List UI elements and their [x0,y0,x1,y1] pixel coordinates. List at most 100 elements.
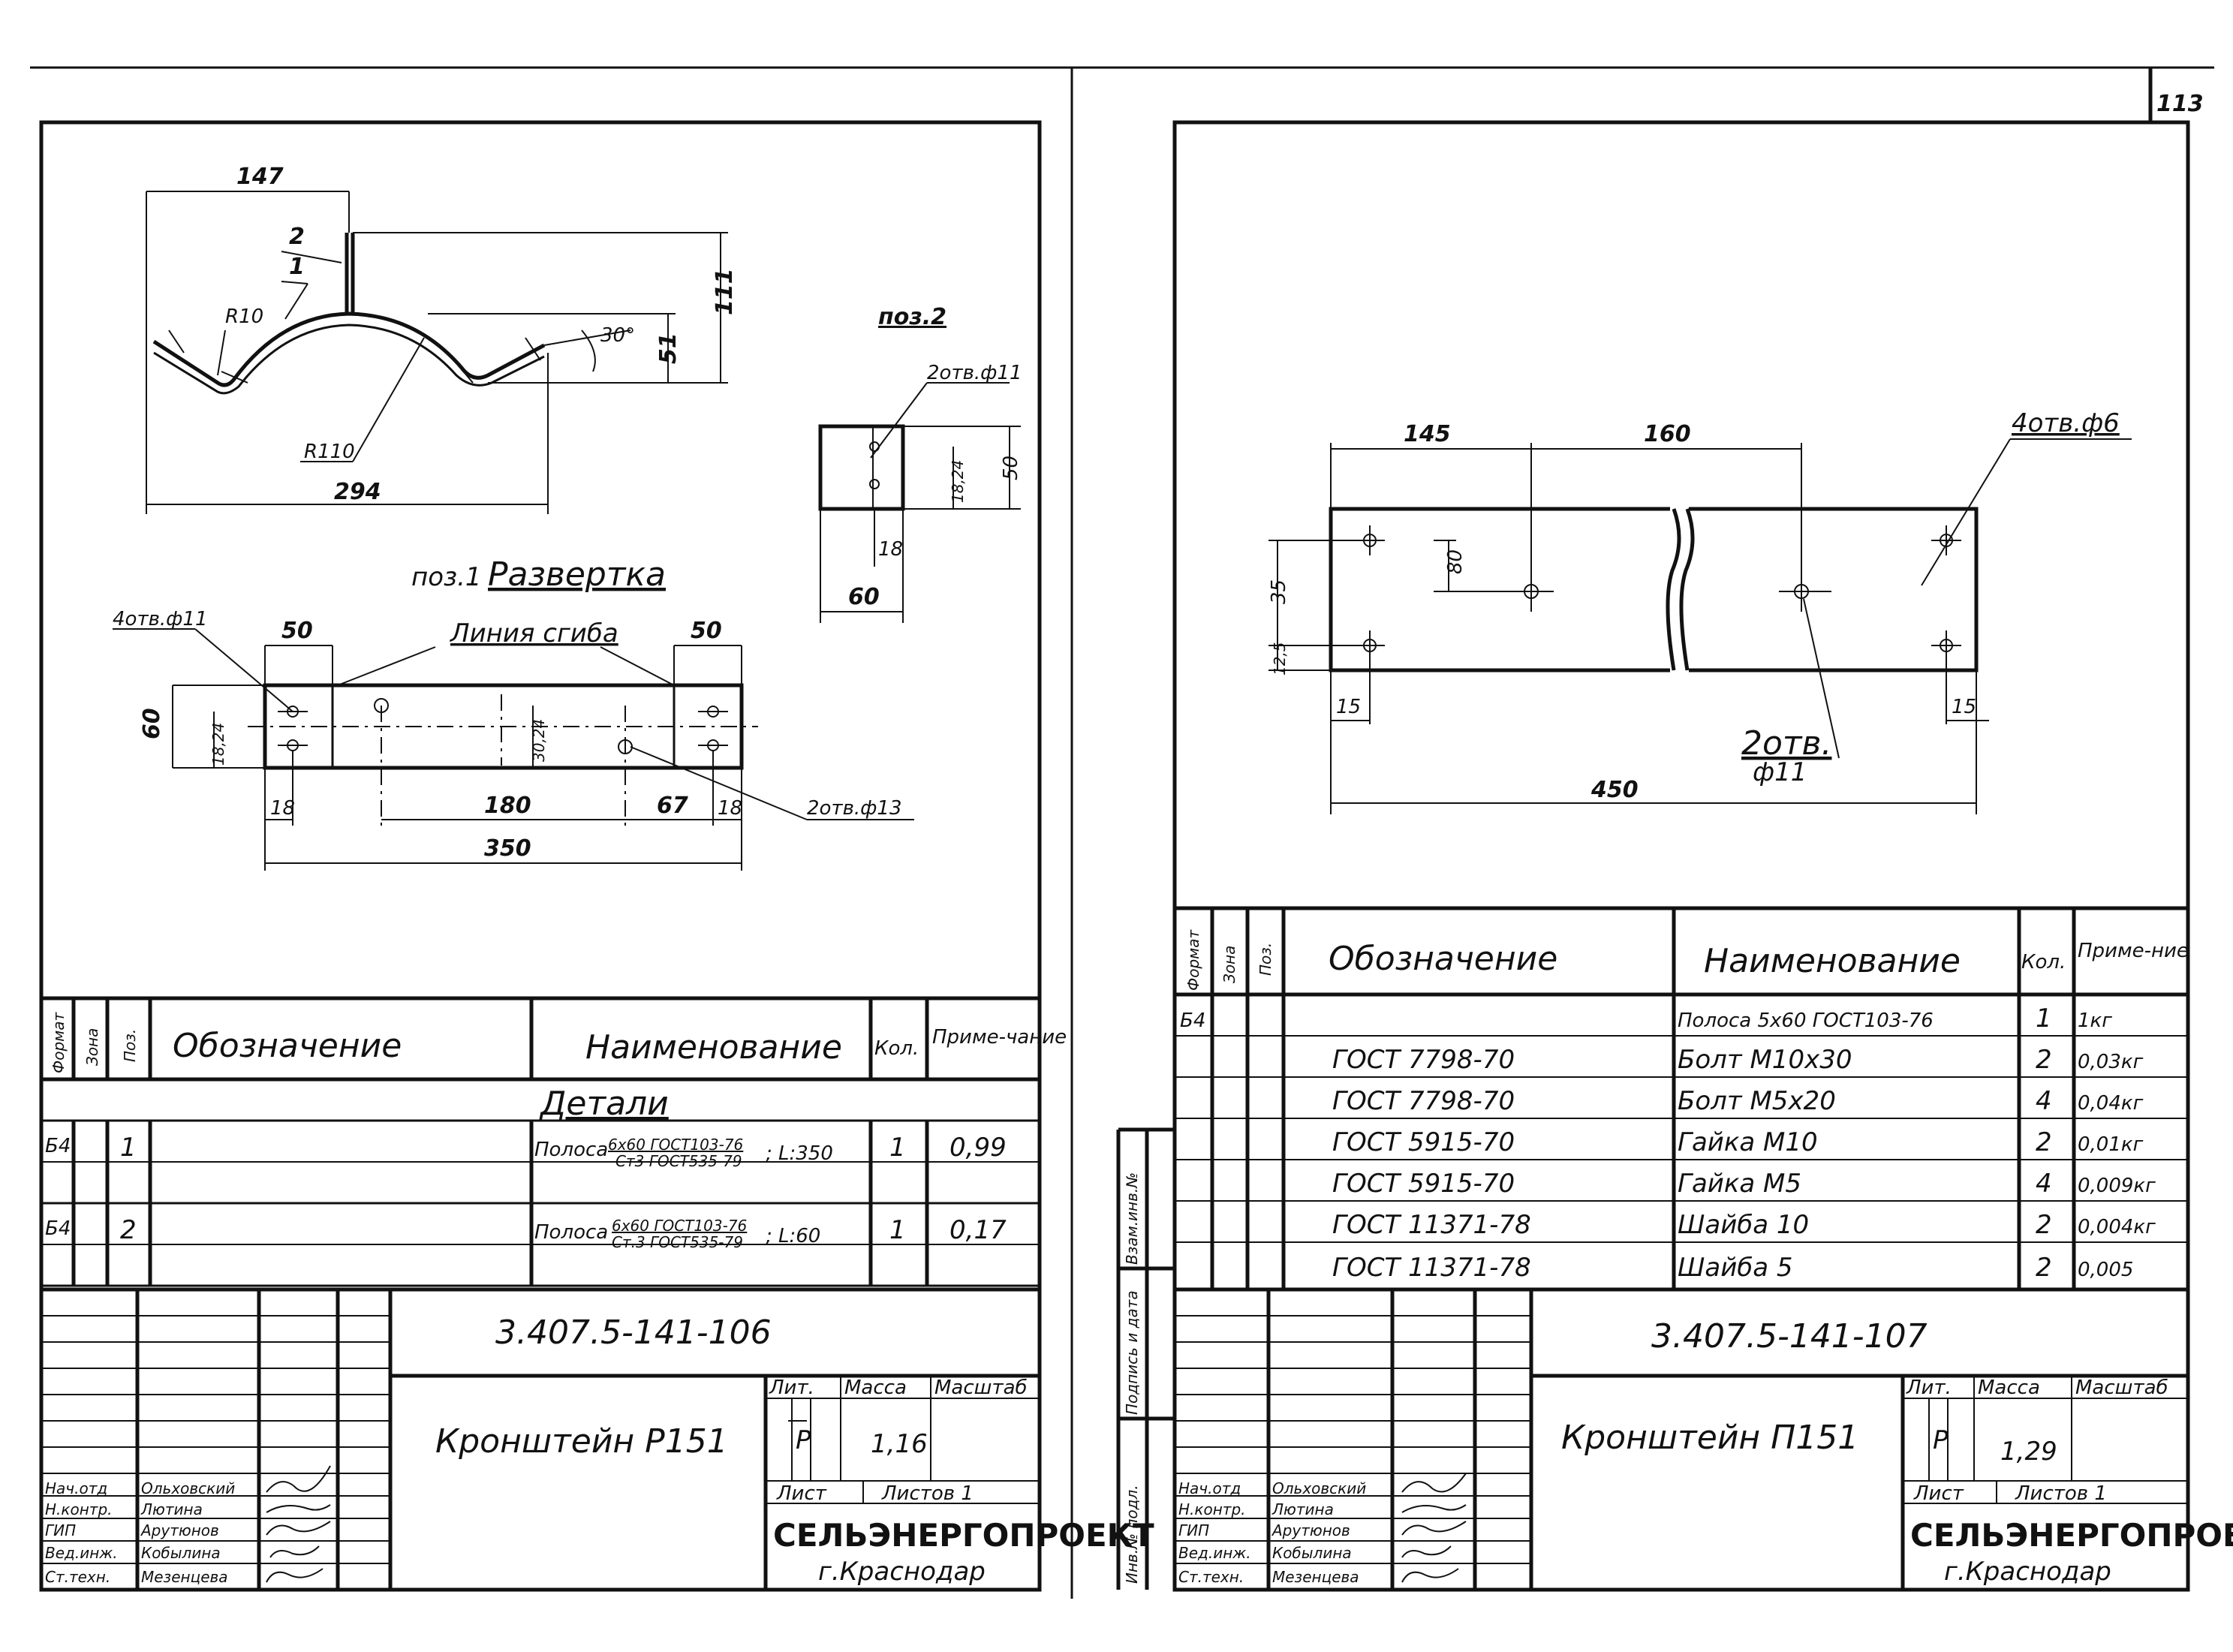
row1-format: Б4 [45,1135,71,1157]
right-title-block: 3.407.5-141-107 Кронштейн П151 Лит. Масс… [1175,1287,2233,1590]
r-row6-name: Шайба 10 [1678,1210,1809,1240]
strip-unfolded [263,683,744,770]
dim-15-left: 15 [1336,696,1361,718]
name-2: Арутюнов [140,1521,219,1539]
sheet-number: 113 [2156,91,2204,117]
pos2-dim-18: 18 [878,538,903,561]
r-mass-label: Масса [1978,1377,2040,1399]
r-row1-note: 1кг [2078,1010,2112,1032]
pos2-holes-label: 2отв.ф11 [927,362,1022,384]
bracket-profile-inner [153,323,545,395]
dim-145: 145 [1404,421,1451,447]
holes-2-d11: ф11 [1753,757,1807,787]
r-row5-qty: 4 [2036,1169,2052,1199]
r-row7-name: Шайба 5 [1678,1253,1793,1283]
left-title-block: 3.407.5-141-106 Кронштейн Р151 Лит. Масс… [41,1287,1154,1590]
r-hdr-designation: Обозначение [1329,940,1557,978]
table-row: Б4 1 Полоса 6x60 ГОСТ103-76 Ст3 ГОСТ535-… [45,1133,1007,1170]
mass-value: 1,16 [871,1429,928,1459]
r-hdr-format: Формат [1184,929,1202,991]
r-row5-name: Гайка М5 [1678,1169,1801,1199]
bracket-profile [152,311,546,387]
r-row5-designation: ГОСТ 5915-70 [1332,1169,1515,1199]
dim-r10: R10 [225,305,263,328]
dim-18-24-vert: 18,24 [209,723,227,766]
dim-51: 51 [655,333,682,364]
r-row4-note: 0,01кг [2078,1133,2144,1156]
r-mass-value: 1,29 [2000,1437,2057,1467]
razvertka-title: Развертка [488,555,666,594]
r-row2-name: Болт М10х30 [1678,1045,1852,1075]
row1-note: 0,99 [949,1133,1007,1163]
hdr-name: Наименование [585,1028,842,1067]
mass-label: Масса [844,1377,907,1399]
table-row: Б4 2 Полоса 6x60 ГОСТ103-76 Ст.3 ГОСТ535… [45,1215,1007,1251]
lit-value: Р [796,1425,811,1455]
right-frame [1172,120,2190,1592]
r-row1-qty: 1 [2036,1004,2052,1034]
dim-60-vert: 60 [139,708,165,739]
row2-qty: 1 [889,1215,906,1245]
r-sheet-label: Лист [1913,1482,1964,1505]
r-row7-designation: ГОСТ 11371-78 [1332,1253,1531,1283]
pos-2-marker: 2 [289,224,305,250]
left-bracket-view: 147 2 1 R10 R110 111 51 30° [146,164,738,514]
hdr-pos: Поз. [121,1029,139,1062]
left-frame [39,120,1042,1592]
dim-12-5: 12,5 [1271,642,1289,676]
dim-15-right: 15 [1952,696,1976,718]
table-row: ГОСТ 11371-78 Шайба 5 2 0,005 [1332,1253,2133,1283]
pos2-plate-view [818,424,905,511]
r-role-4: Ст.техн. [1178,1568,1244,1586]
r-role-2: ГИП [1178,1521,1209,1539]
role-2: ГИП [45,1521,76,1539]
r-lit-value: Р [1933,1425,1949,1455]
r-row6-designation: ГОСТ 11371-78 [1332,1210,1531,1240]
right-spec-table: Формат Зона Поз. Обозначение Наименовани… [1175,906,2189,1289]
r-row6-qty: 2 [2036,1210,2052,1240]
row2-format: Б4 [45,1217,71,1240]
role-3: Вед.инж. [45,1544,118,1562]
row1-qty: 1 [889,1133,906,1163]
dim-18-left: 18 [270,797,295,820]
r-row7-note: 0,005 [2078,1259,2133,1281]
razvertka-view: поз.1 Развертка 4отв.ф11 [113,555,914,871]
drawing-code: 3.407.5-141-106 [495,1313,772,1352]
r-row3-name: Болт М5х20 [1678,1086,1836,1116]
row2-name-suffix: ; L:60 [766,1225,820,1247]
name-4: Мезенцева [141,1568,228,1586]
r-hdr-zone: Зона [1220,946,1238,983]
dim-350: 350 [484,835,531,862]
r-role-0: Нач.отд [1178,1479,1241,1497]
r-hdr-pos: Поз. [1256,943,1274,976]
lit-label: Лит. [769,1377,814,1399]
r-row7-qty: 2 [2036,1253,2052,1283]
pos-1-marker: 1 [289,254,305,280]
dim-50-left: 50 [281,618,313,644]
dim-147: 147 [236,164,284,190]
r-org-name: СЕЛЬЭНЕРГОПРОЕКТ [1910,1517,2233,1554]
sheet-number-box: 113 [2148,68,2204,125]
row2-note: 0,17 [949,1215,1007,1245]
r-row3-note: 0,04кг [2078,1092,2144,1115]
pos2-dim-50: 50 [1000,456,1022,480]
row2-name-frac-bottom: Ст.3 ГОСТ535-79 [612,1233,743,1251]
r-drawing-code: 3.407.5-141-107 [1651,1317,1928,1356]
row1-name-frac-top: 6x60 ГОСТ103-76 [608,1136,743,1154]
r-row1-name: Полоса 5х60 ГОСТ103-76 [1678,1010,1934,1032]
right-strip-view: 145 160 4отв.ф6 80 35 12,5 15 15 2отв. ф… [1268,408,2132,814]
r-row3-designation: ГОСТ 7798-70 [1332,1086,1515,1116]
hdr-zone: Зона [83,1028,101,1066]
drawing-title: Кронштейн Р151 [435,1422,728,1461]
sheets-label: Листов 1 [881,1482,974,1505]
r-role-1: Н.контр. [1178,1500,1246,1518]
right-sheet: Инв.№ подл. Подпись и дата Взам.инв.№ 14… [1116,120,2233,1592]
r-scale-label: Масштаб [2075,1377,2168,1399]
hdr-qty: Кол. [874,1037,919,1060]
stamp-inv: Инв.№ подл. [1123,1485,1141,1584]
